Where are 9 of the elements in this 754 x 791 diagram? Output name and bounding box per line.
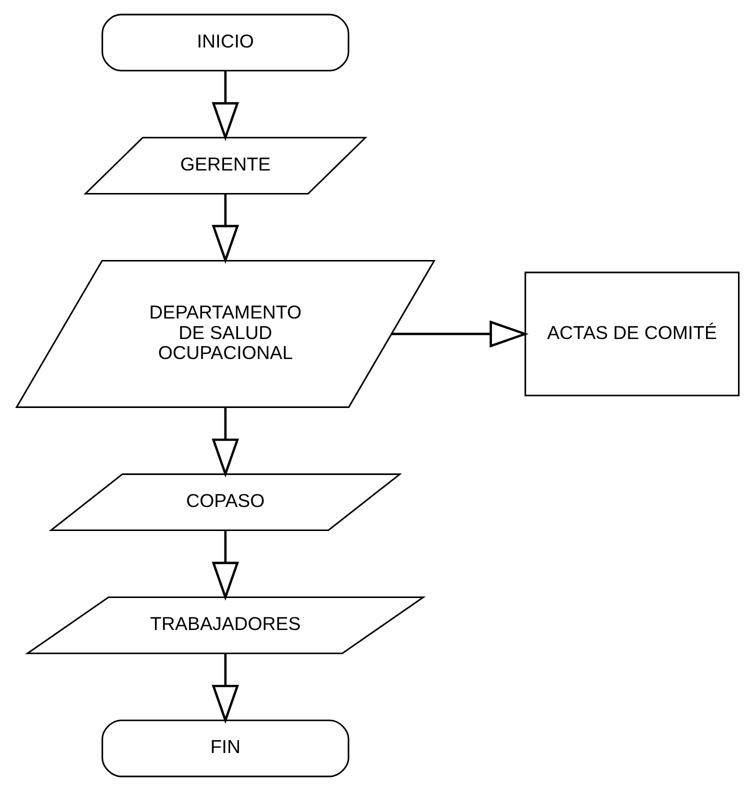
arrow bbox=[211, 70, 239, 142]
arrow bbox=[391, 320, 528, 348]
node-box: FIN bbox=[101, 720, 349, 778]
arrow bbox=[211, 407, 239, 478]
arrow bbox=[211, 654, 239, 724]
node-box: ACTAS DE COMITÉ bbox=[524, 272, 740, 396]
node-box: INICIO bbox=[101, 14, 349, 72]
arrow bbox=[211, 194, 239, 264]
arrow bbox=[211, 530, 239, 601]
